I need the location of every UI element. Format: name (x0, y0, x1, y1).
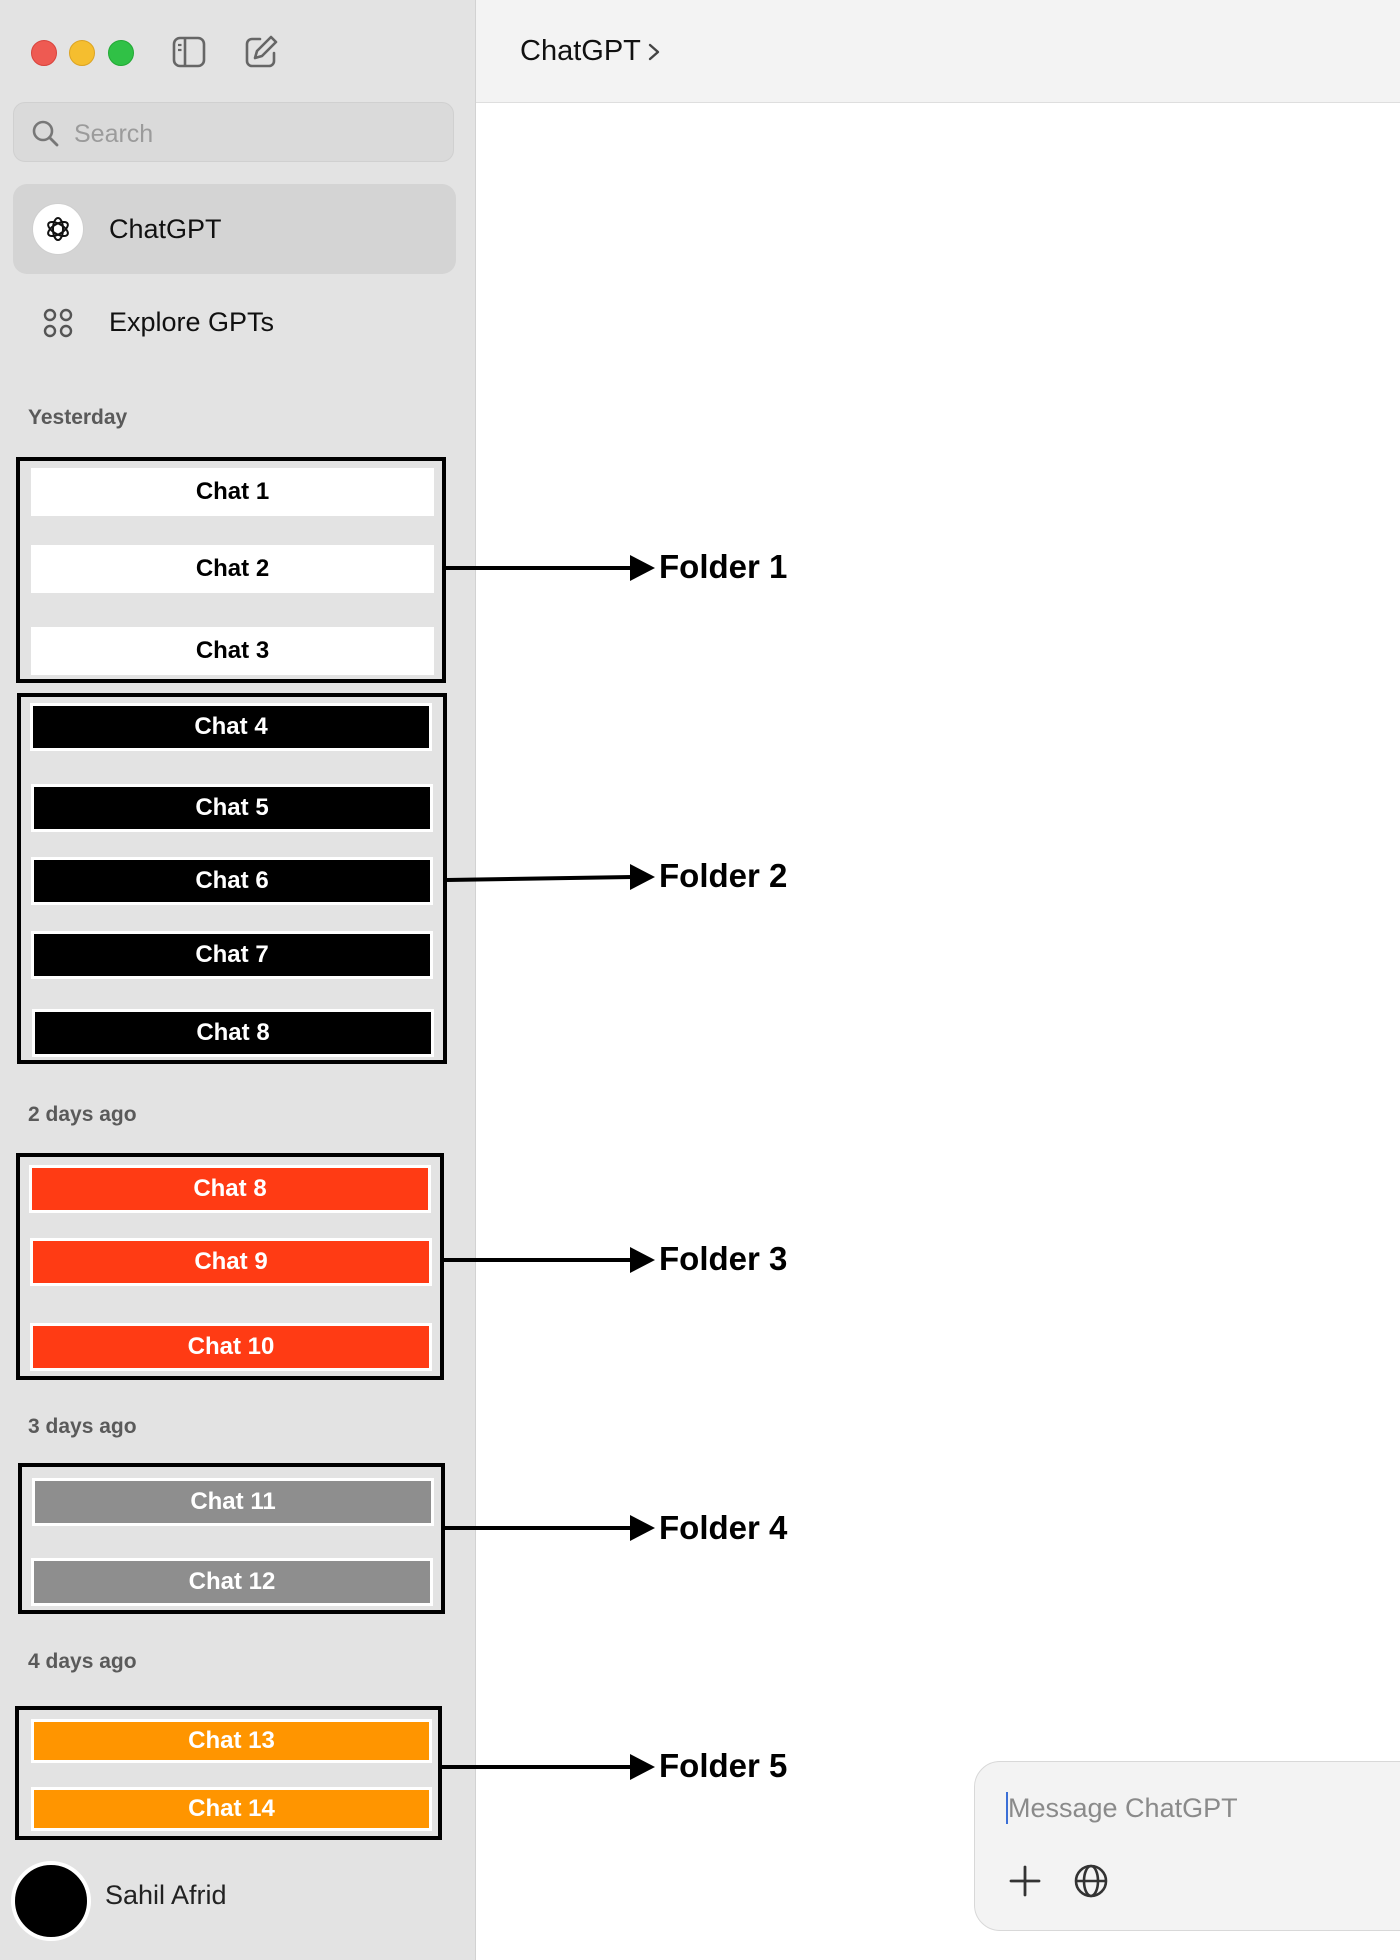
chat-item[interactable]: Chat 13 (31, 1719, 432, 1763)
chatgpt-logo-icon (32, 203, 84, 255)
folder-5: Chat 13 Chat 14 (15, 1706, 442, 1840)
folder-4: Chat 11 Chat 12 (18, 1463, 445, 1614)
text-caret (1006, 1792, 1008, 1824)
section-label: 2 days ago (28, 1103, 137, 1126)
folder-4-arrowhead (630, 1515, 655, 1541)
grid-icon (43, 308, 73, 338)
nav-item-chatgpt[interactable]: ChatGPT (13, 184, 456, 274)
chat-item[interactable]: Chat 5 (31, 784, 433, 832)
close-window-button[interactable] (31, 40, 57, 66)
folder-1-label: Folder 1 (659, 548, 788, 585)
chat-item[interactable]: Chat 1 (31, 468, 434, 516)
search-icon (32, 120, 59, 147)
folder-1-arrowhead (630, 555, 655, 581)
chat-item[interactable]: Chat 9 (30, 1238, 432, 1286)
message-input-placeholder: Message ChatGPT (1008, 1793, 1238, 1823)
chat-item[interactable]: Chat 10 (30, 1323, 432, 1371)
nav-item-explore-gpts[interactable]: Explore GPTs (13, 290, 456, 356)
folder-4-label: Folder 4 (659, 1509, 788, 1546)
folder-3-arrowhead (630, 1247, 655, 1273)
section-label: 4 days ago (28, 1650, 137, 1673)
folder-5-label: Folder 5 (659, 1747, 788, 1784)
model-selector-title[interactable]: ChatGPT (520, 35, 641, 67)
toggle-sidebar-icon[interactable] (170, 33, 208, 71)
new-chat-icon[interactable] (242, 33, 280, 71)
chat-item[interactable]: Chat 11 (32, 1478, 434, 1526)
chat-item[interactable]: Chat 7 (31, 931, 433, 979)
chat-item[interactable]: Chat 6 (31, 857, 433, 905)
section-label: 3 days ago (28, 1415, 137, 1438)
search-placeholder: Search (74, 120, 154, 148)
search-field[interactable]: Search (13, 102, 454, 162)
chevron-right-icon[interactable] (646, 40, 662, 64)
plus-icon[interactable] (1008, 1864, 1042, 1898)
folder-1: Chat 1 Chat 2 Chat 3 (16, 457, 446, 683)
avatar[interactable] (11, 1861, 91, 1941)
folder-3: Chat 8 Chat 9 Chat 10 (16, 1153, 444, 1380)
folder-2-label: Folder 2 (659, 857, 788, 894)
chat-item[interactable]: Chat 3 (31, 627, 434, 675)
chat-item[interactable]: Chat 12 (31, 1558, 433, 1606)
nav-item-label: Explore GPTs (109, 307, 275, 337)
chat-item[interactable]: Chat 2 (31, 545, 434, 593)
folder-3-label: Folder 3 (659, 1240, 788, 1277)
user-name[interactable]: Sahil Afrid (105, 1880, 227, 1910)
chat-item[interactable]: Chat 14 (31, 1787, 432, 1831)
chat-item[interactable]: Chat 8 (32, 1009, 434, 1057)
folder-2-arrow (446, 875, 633, 882)
nav-item-label: ChatGPT (109, 214, 222, 244)
folder-5-arrowhead (630, 1754, 655, 1780)
folder-2: Chat 4 Chat 5 Chat 6 Chat 7 Chat 8 (17, 693, 447, 1064)
minimize-window-button[interactable] (69, 40, 95, 66)
section-label: Yesterday (28, 406, 128, 429)
globe-icon[interactable] (1072, 1862, 1110, 1900)
message-composer[interactable]: Message ChatGPT (974, 1761, 1400, 1931)
zoom-window-button[interactable] (108, 40, 134, 66)
chat-item[interactable]: Chat 8 (29, 1165, 431, 1213)
chat-item[interactable]: Chat 4 (30, 703, 432, 751)
top-bar: ChatGPT (476, 0, 1400, 103)
sidebar: Search ChatGPT Explore GPTs Yesterday 2 … (0, 0, 476, 1960)
folder-2-arrowhead (630, 864, 655, 890)
